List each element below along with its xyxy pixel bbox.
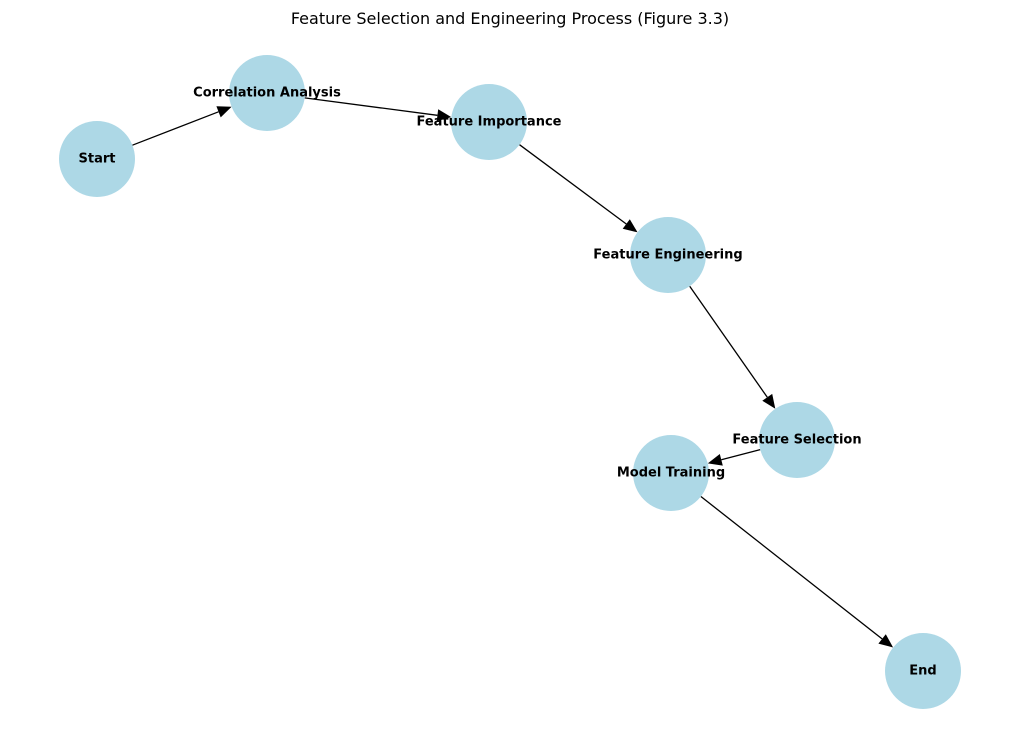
node-label: Model Training (617, 466, 725, 481)
edge-training-to-end (700, 495, 894, 648)
node-circle (59, 121, 135, 197)
node-circle (759, 402, 835, 478)
arrowhead-icon (762, 393, 776, 409)
node-circle (885, 633, 961, 709)
node-circle (229, 55, 305, 131)
node-correlation: Correlation Analysis (193, 55, 341, 131)
node-importance: Feature Importance (417, 84, 562, 160)
node-training: Model Training (617, 435, 725, 511)
node-label: Feature Selection (732, 433, 861, 448)
edge-line (132, 111, 219, 146)
edge-line (721, 448, 761, 461)
edge-line (304, 97, 438, 116)
node-engineering: Feature Engineering (593, 217, 743, 293)
diagram-title: Feature Selection and Engineering Proces… (291, 9, 729, 28)
edge-importance-to-engineering (519, 144, 638, 233)
node-circle (451, 84, 527, 160)
arrowhead-icon (622, 219, 638, 233)
arrowhead-icon (216, 106, 232, 118)
node-start: Start (59, 121, 135, 197)
node-label: Correlation Analysis (193, 86, 341, 101)
edges-layer (132, 97, 894, 648)
edge-start-to-correlation (132, 106, 232, 146)
edge-line (519, 144, 627, 225)
edge-selection-to-training (707, 448, 761, 466)
node-selection: Feature Selection (732, 402, 862, 478)
arrowhead-icon (878, 634, 894, 648)
node-end: End (885, 633, 961, 709)
node-label: End (909, 664, 936, 679)
arrowhead-icon (707, 454, 723, 466)
node-circle (633, 435, 709, 511)
edge-line (700, 495, 883, 640)
node-label: Feature Engineering (593, 248, 742, 263)
edge-engineering-to-selection (689, 285, 776, 409)
edge-line (689, 285, 768, 398)
node-label: Start (79, 152, 116, 167)
node-label: Feature Importance (417, 115, 562, 130)
node-circle (630, 217, 706, 293)
edge-correlation-to-importance (304, 97, 452, 122)
arrowhead-icon (436, 109, 452, 122)
